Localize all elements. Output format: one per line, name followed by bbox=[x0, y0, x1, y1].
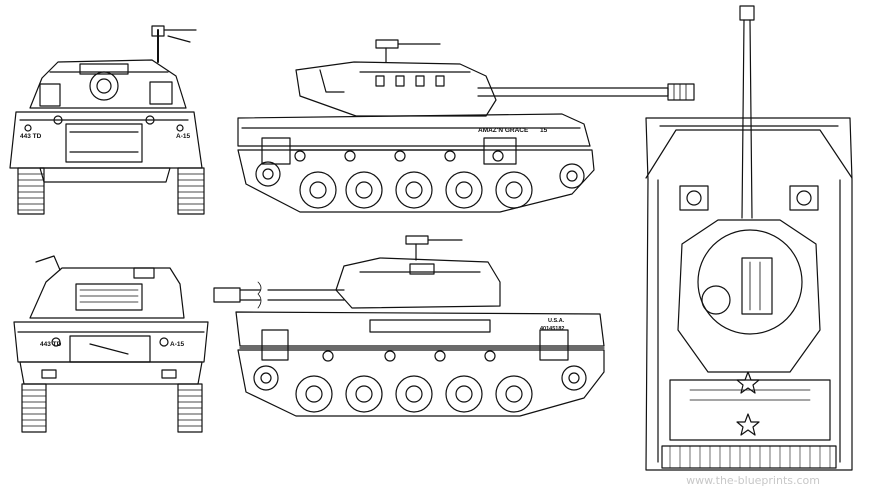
side-vehicle-number: 15 bbox=[540, 127, 548, 134]
front-left-marking: 443 TD bbox=[20, 133, 42, 140]
side-vehicle-name: AMAZ'N GRACE bbox=[478, 127, 529, 134]
side-view-right bbox=[213, 235, 605, 417]
side-view-left bbox=[237, 39, 695, 213]
rear-right-marking: A-15 bbox=[170, 341, 184, 348]
front-right-marking: A-15 bbox=[176, 133, 190, 140]
top-view bbox=[645, 5, 853, 471]
hull-serial-marking: 40145182 bbox=[540, 326, 564, 332]
rear-left-marking: 443 TD bbox=[40, 341, 62, 348]
watermark: www.the-blueprints.com bbox=[686, 474, 820, 487]
hull-usa-marking: U.S.A. bbox=[548, 318, 565, 324]
front-view bbox=[9, 25, 205, 215]
rear-view bbox=[13, 255, 209, 433]
